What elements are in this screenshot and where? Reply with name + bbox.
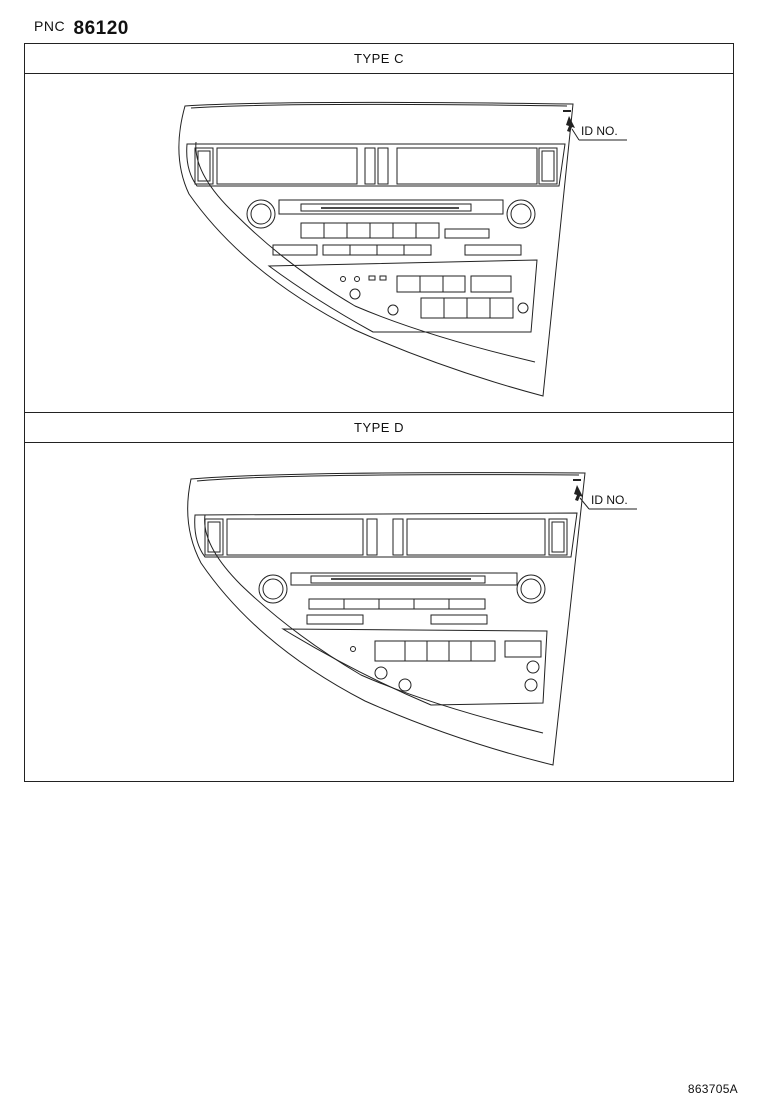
type-d-title: TYPE D xyxy=(25,413,733,443)
type-d-section: TYPE D xyxy=(25,413,733,781)
diagram-frame: TYPE C xyxy=(24,43,734,782)
type-c-radio-panel-drawing: ID NO. xyxy=(178,101,627,397)
type-d-radio-panel-drawing: ID NO. xyxy=(187,472,637,766)
type-d-id-no-callout: ID NO. xyxy=(591,493,628,507)
type-c-title: TYPE C xyxy=(25,44,733,74)
reference-code: 863705A xyxy=(687,1082,738,1096)
type-c-id-no-callout: ID NO. xyxy=(581,124,618,138)
pnc-number: 86120 xyxy=(73,18,129,39)
pnc-header: PNC 86120 xyxy=(34,18,129,40)
pnc-label: PNC xyxy=(34,18,66,34)
type-c-section: TYPE C xyxy=(25,44,733,413)
